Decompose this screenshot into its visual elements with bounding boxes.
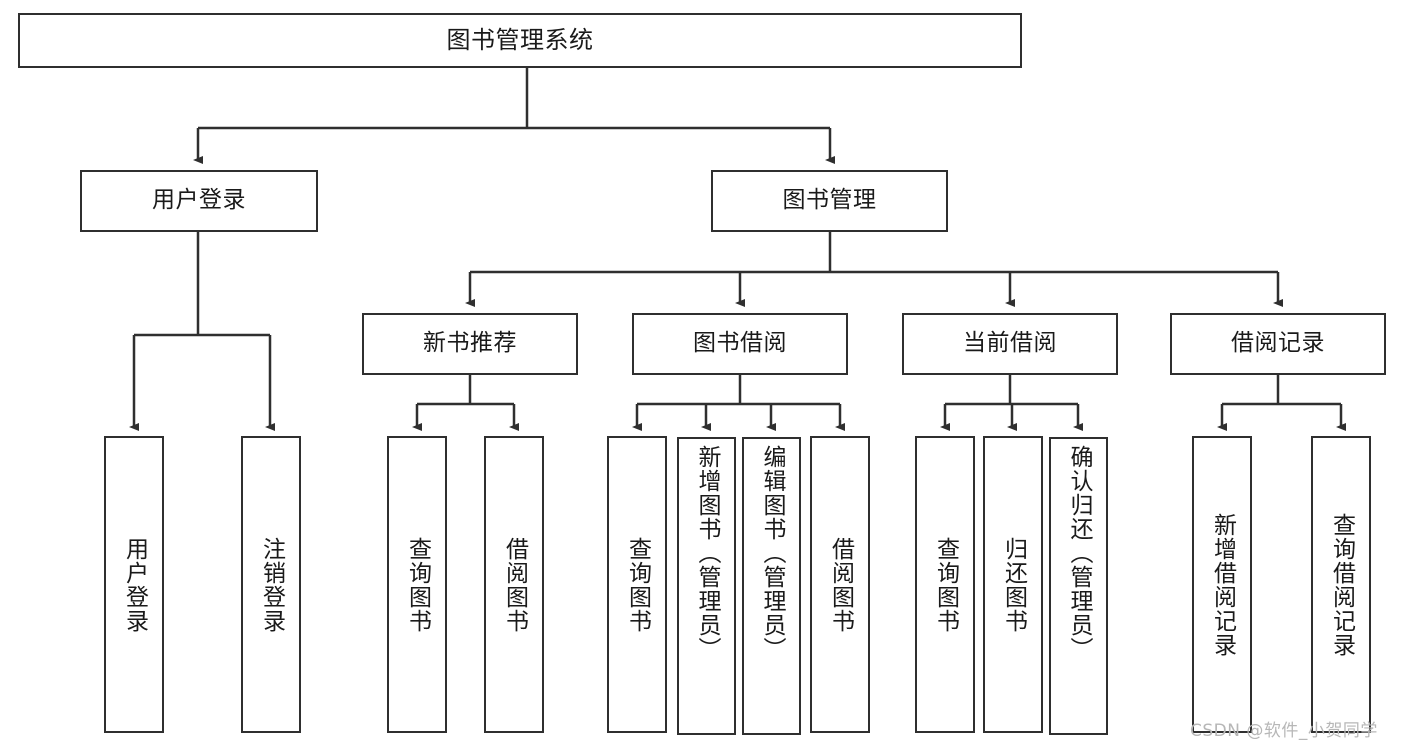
leaf-user-login[interactable]: 用户登录 [104, 436, 164, 733]
leaf-query-book-borrow[interactable]: 查询图书 [607, 436, 667, 733]
leaf-borrow-book-recommend[interactable]: 借阅图书 [484, 436, 544, 733]
node-label: 新增图书（管理员） [694, 445, 720, 661]
node-label: 新书推荐 [423, 330, 517, 357]
node-borrow-record[interactable]: 借阅记录 [1170, 313, 1386, 375]
node-label: 借阅记录 [1231, 330, 1325, 357]
node-label: 归还图书 [1000, 536, 1027, 633]
node-label: 查询图书 [404, 536, 431, 633]
node-label: 新增借阅记录 [1209, 512, 1236, 657]
node-label: 图书借阅 [693, 330, 787, 357]
node-root-system[interactable]: 图书管理系统 [18, 13, 1022, 68]
node-label: 用户登录 [152, 187, 246, 214]
node-new-book-recommend[interactable]: 新书推荐 [362, 313, 578, 375]
node-label: 注销登录 [258, 536, 285, 633]
leaf-logout[interactable]: 注销登录 [241, 436, 301, 733]
leaf-query-book-recommend[interactable]: 查询图书 [387, 436, 447, 733]
leaf-borrow-book[interactable]: 借阅图书 [810, 436, 870, 733]
node-label: 用户登录 [121, 536, 148, 633]
leaf-query-book-current[interactable]: 查询图书 [915, 436, 975, 733]
leaf-return-book[interactable]: 归还图书 [983, 436, 1043, 733]
node-label: 查询图书 [932, 536, 959, 633]
node-label: 编辑图书（管理员） [759, 445, 785, 661]
leaf-add-book-admin[interactable]: 新增图书（管理员） [677, 437, 736, 735]
leaf-add-borrow-record[interactable]: 新增借阅记录 [1192, 436, 1252, 733]
node-current-borrow[interactable]: 当前借阅 [902, 313, 1118, 375]
leaf-edit-book-admin[interactable]: 编辑图书（管理员） [742, 437, 801, 735]
node-label: 确认归还（管理员） [1066, 445, 1092, 661]
node-book-borrow[interactable]: 图书借阅 [632, 313, 848, 375]
node-label: 借阅图书 [827, 536, 854, 633]
node-book-management[interactable]: 图书管理 [711, 170, 948, 232]
leaf-confirm-return-admin[interactable]: 确认归还（管理员） [1049, 437, 1108, 735]
node-label: 图书管理 [782, 187, 877, 214]
node-label: 查询图书 [624, 536, 651, 633]
node-label: 借阅图书 [501, 536, 528, 633]
node-label: 查询借阅记录 [1328, 512, 1355, 657]
node-label: 当前借阅 [963, 330, 1057, 357]
watermark: CSDN @软件_小贺同学 [1190, 721, 1378, 741]
leaf-query-borrow-record[interactable]: 查询借阅记录 [1311, 436, 1371, 733]
node-label: 图书管理系统 [446, 26, 594, 55]
node-user-login[interactable]: 用户登录 [80, 170, 318, 232]
